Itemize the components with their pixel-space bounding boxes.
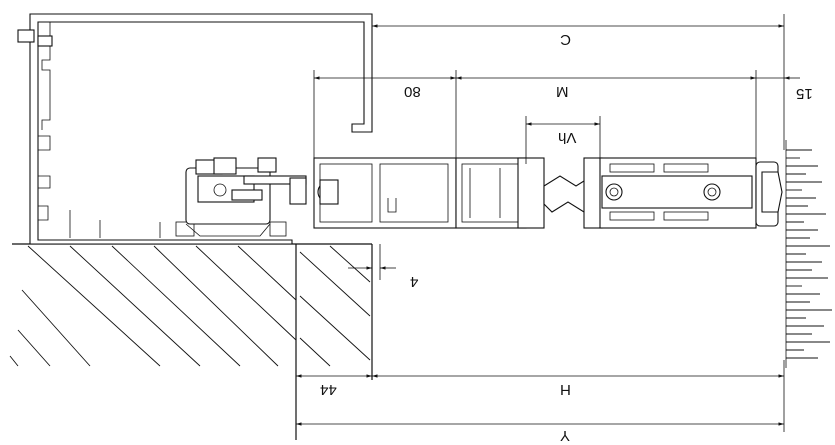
dim-4-label: 4 <box>410 273 418 290</box>
dim-m-label: M <box>556 83 569 100</box>
concrete-hatch <box>9 245 371 367</box>
wall-gasket <box>755 161 783 227</box>
dim-4: 4 <box>348 244 418 290</box>
wall-hatch <box>785 140 832 368</box>
outer-frame-profile <box>17 13 373 245</box>
dim-m: M <box>456 70 757 158</box>
middle-frame-profile <box>455 157 527 229</box>
dim-44-label: 44 <box>320 381 337 398</box>
sash-interlock <box>517 157 603 229</box>
sliding-sash-profile <box>599 157 757 229</box>
dim-y: Y <box>296 422 784 444</box>
fixed-frame-profile <box>313 157 457 229</box>
fixing-bracket <box>185 157 307 237</box>
dim-15: 15 <box>756 76 813 102</box>
dim-c-label: C <box>560 31 571 48</box>
floor-line <box>12 243 373 440</box>
dim-vh-label: Vh <box>558 129 576 146</box>
dim-80-label: 80 <box>404 83 421 100</box>
dim-80: 80 <box>313 70 457 158</box>
dim-h: H <box>372 360 785 432</box>
dim-vh: Vh <box>525 116 601 164</box>
dim-y-label: Y <box>560 427 570 444</box>
dim-15-label: 15 <box>796 85 813 102</box>
dim-c: C <box>372 14 785 150</box>
dim-44: 44 <box>296 374 372 398</box>
dim-h-label: H <box>560 381 571 398</box>
